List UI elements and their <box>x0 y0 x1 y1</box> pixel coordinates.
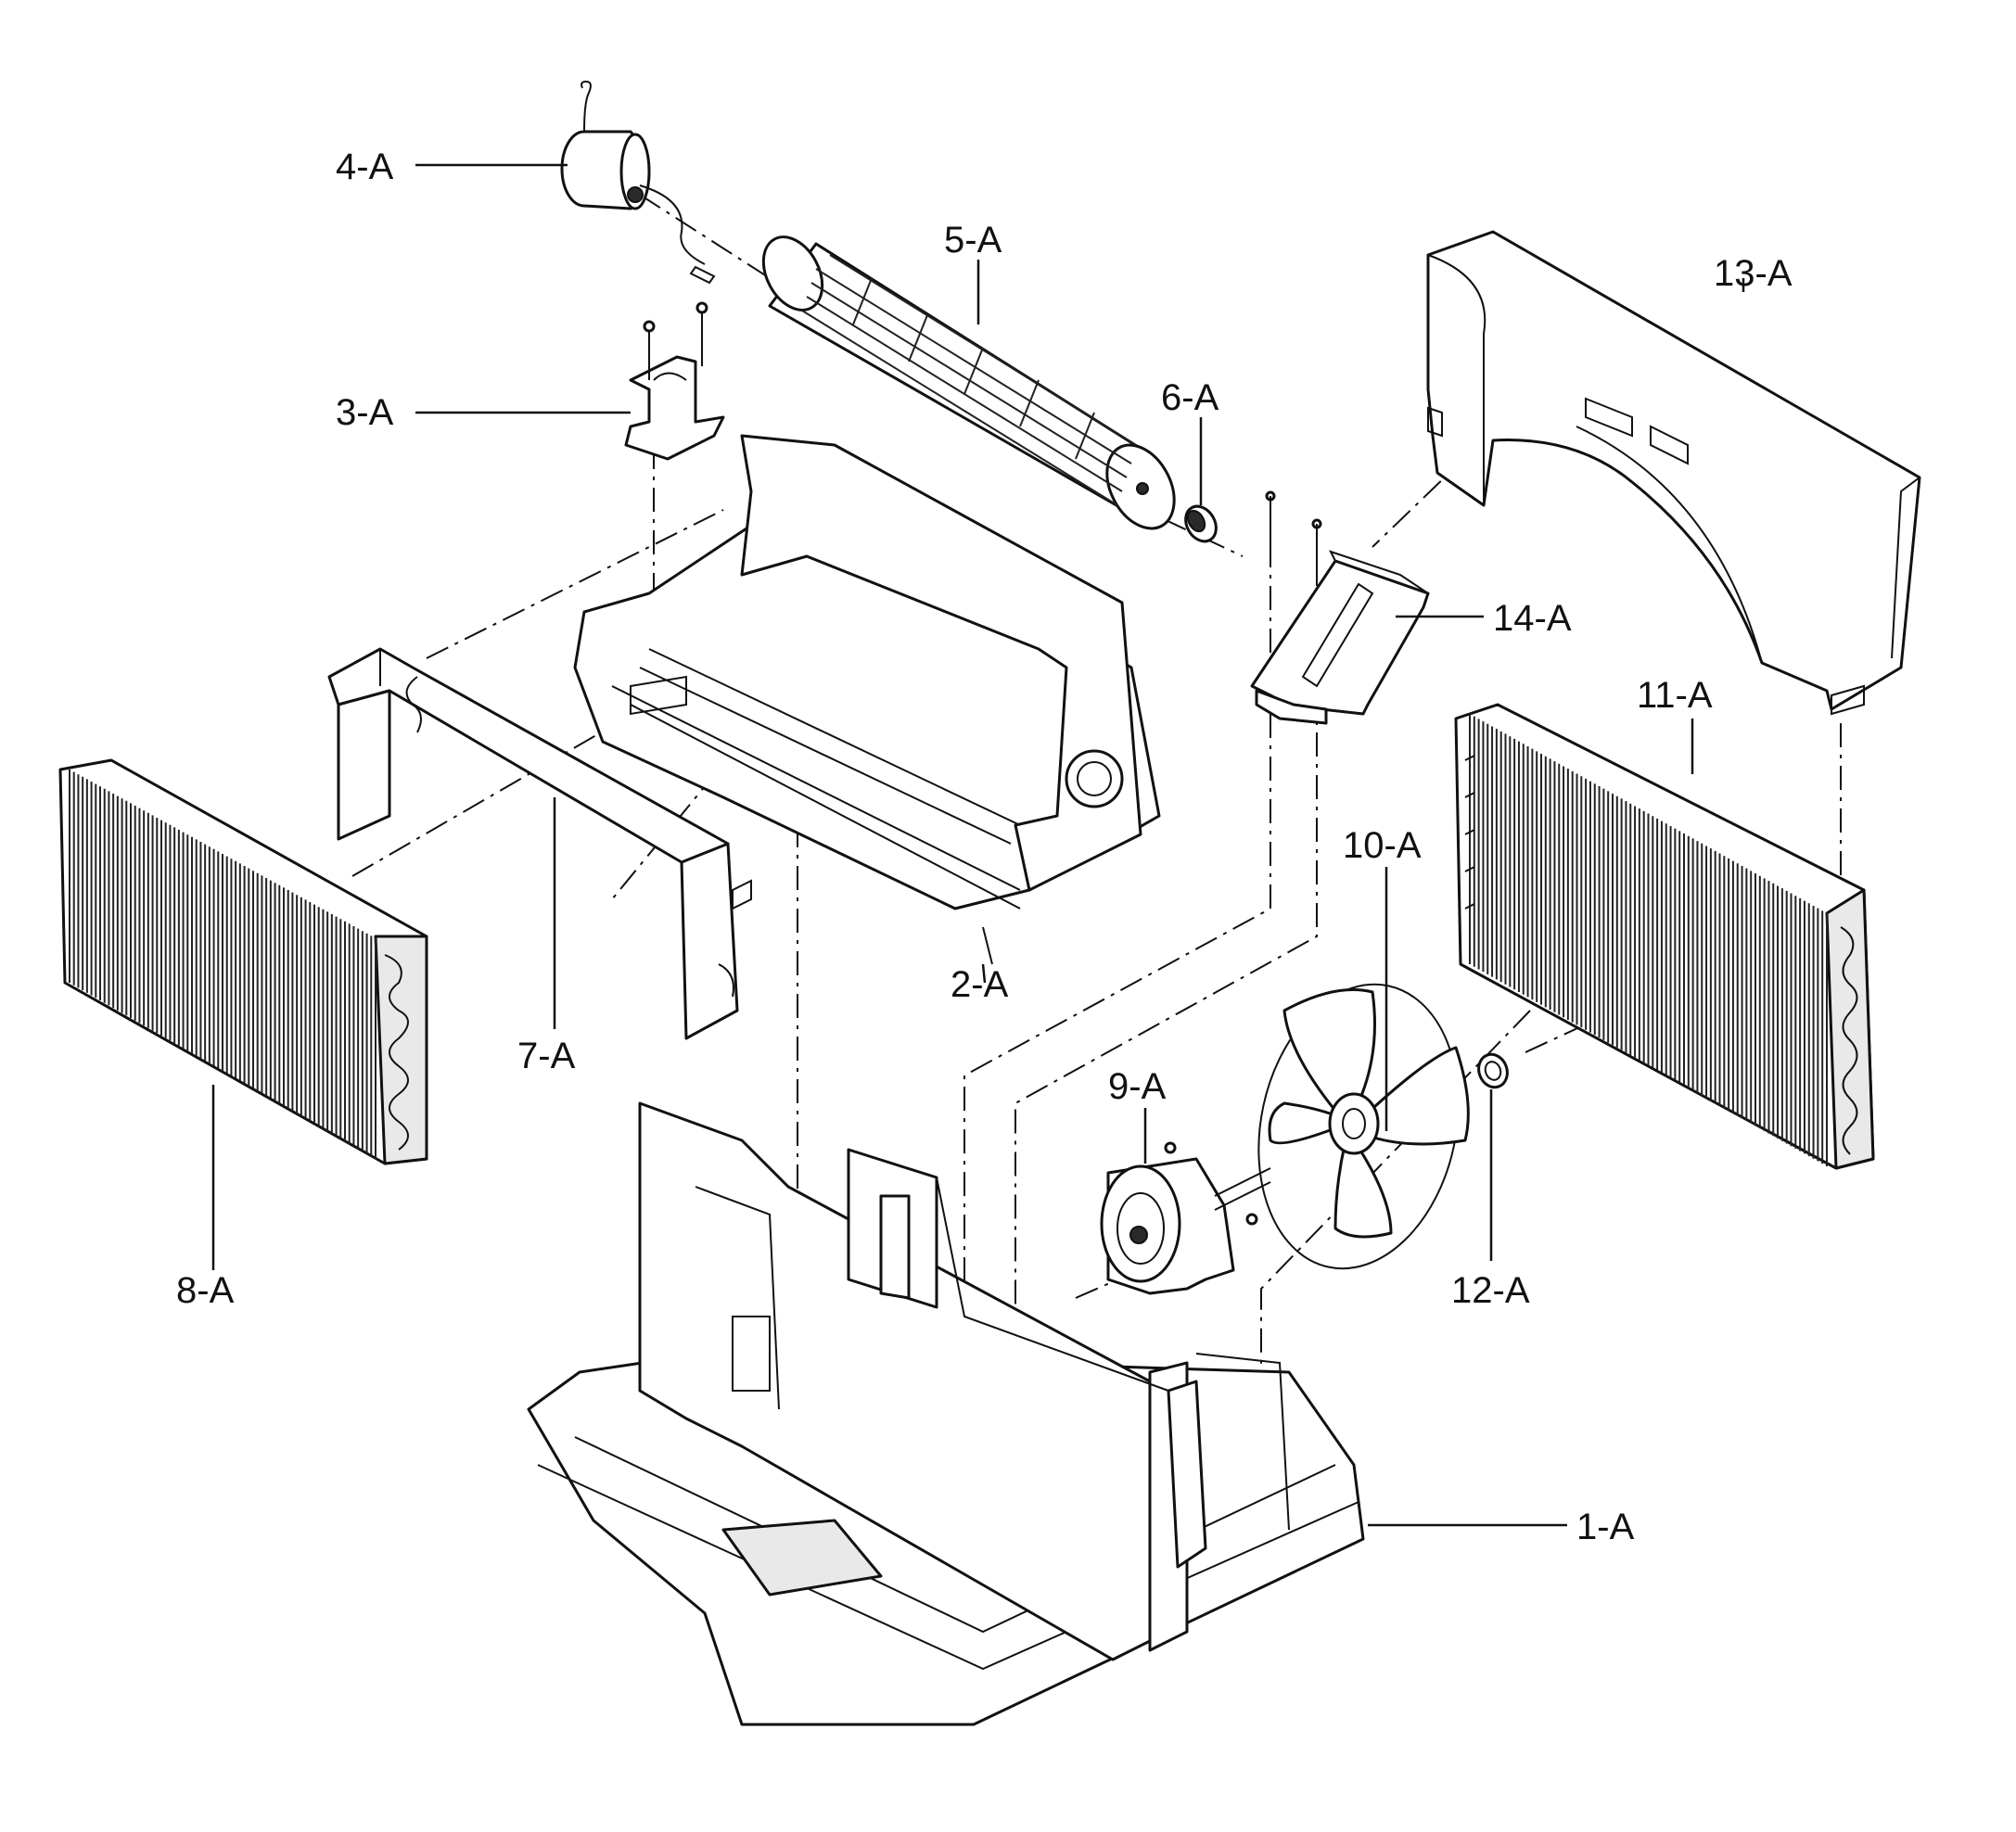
clip-part-12a <box>1477 1052 1509 1089</box>
label-10a: 10-A <box>1343 825 1422 866</box>
fan-blade-part-10a <box>1257 983 1470 1270</box>
bearing-part-6a <box>1184 504 1218 543</box>
blower-blades <box>801 254 1137 506</box>
motor-bracket-part-14a <box>1250 490 1430 725</box>
label-12a: 12-A <box>1451 1270 1530 1311</box>
outdoor-fan-motor-part-9a <box>1100 1141 1271 1295</box>
label-2a: 2-A <box>951 964 1009 1005</box>
blower-wheel-part-5a <box>761 235 1176 530</box>
label-3a: 3-A <box>336 392 394 433</box>
label-5a: 5-A <box>944 220 1002 261</box>
motor-mount-part-3a <box>624 301 725 461</box>
leader-lines <box>211 163 1745 1527</box>
coil-11a-fins <box>1469 714 1828 1166</box>
evaporator-coil-part-8a <box>58 758 428 1165</box>
shroud-part-13a <box>1426 230 1921 716</box>
drain-tray-part-2a <box>573 434 1161 965</box>
fan-motor-part-4a <box>560 80 716 285</box>
part-labels: 4-A 5-A 3-A 6-A 13-A 14-A 11-A 10-A 2-A … <box>176 146 1793 1547</box>
bracket-part-7a <box>327 647 752 1040</box>
label-13a: 13-A <box>1714 253 1793 294</box>
label-1a: 1-A <box>1576 1507 1635 1547</box>
label-8a: 8-A <box>176 1270 235 1311</box>
base-pan-part-1a <box>527 1101 1365 1726</box>
condenser-coil-part-11a <box>1454 703 1875 1170</box>
label-4a: 4-A <box>336 146 394 187</box>
label-14a: 14-A <box>1493 598 1572 639</box>
coil-8a-fins <box>69 770 376 1159</box>
label-7a: 7-A <box>517 1036 576 1076</box>
label-11a: 11-A <box>1637 675 1713 716</box>
label-6a: 6-A <box>1161 377 1219 418</box>
label-9a: 9-A <box>1108 1066 1167 1107</box>
